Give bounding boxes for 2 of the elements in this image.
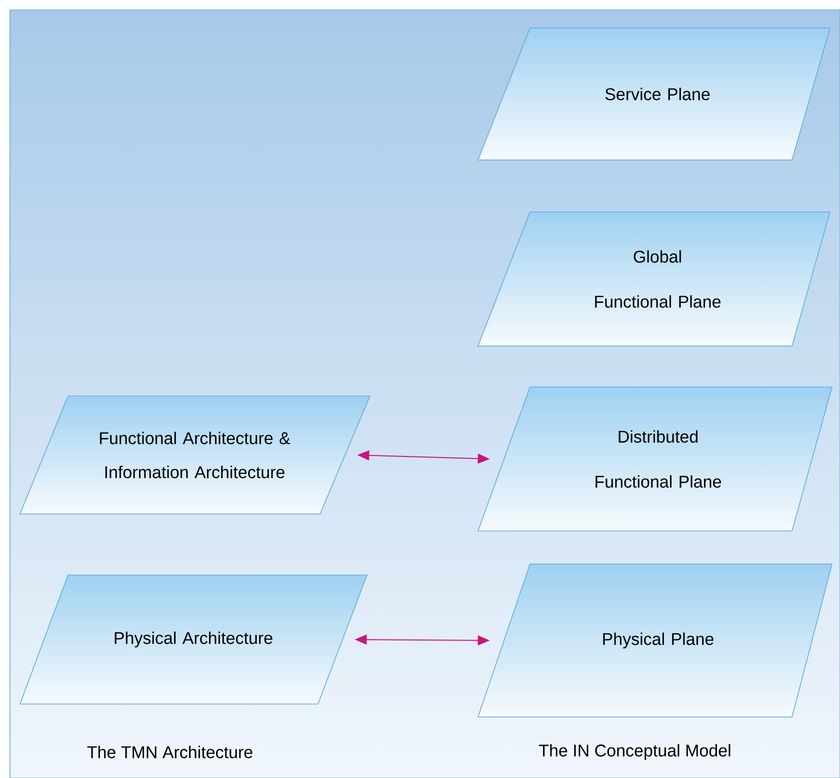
caption-text: The IN Conceptual Model xyxy=(539,744,730,760)
caption-text: The TMN Architecture xyxy=(87,746,252,758)
